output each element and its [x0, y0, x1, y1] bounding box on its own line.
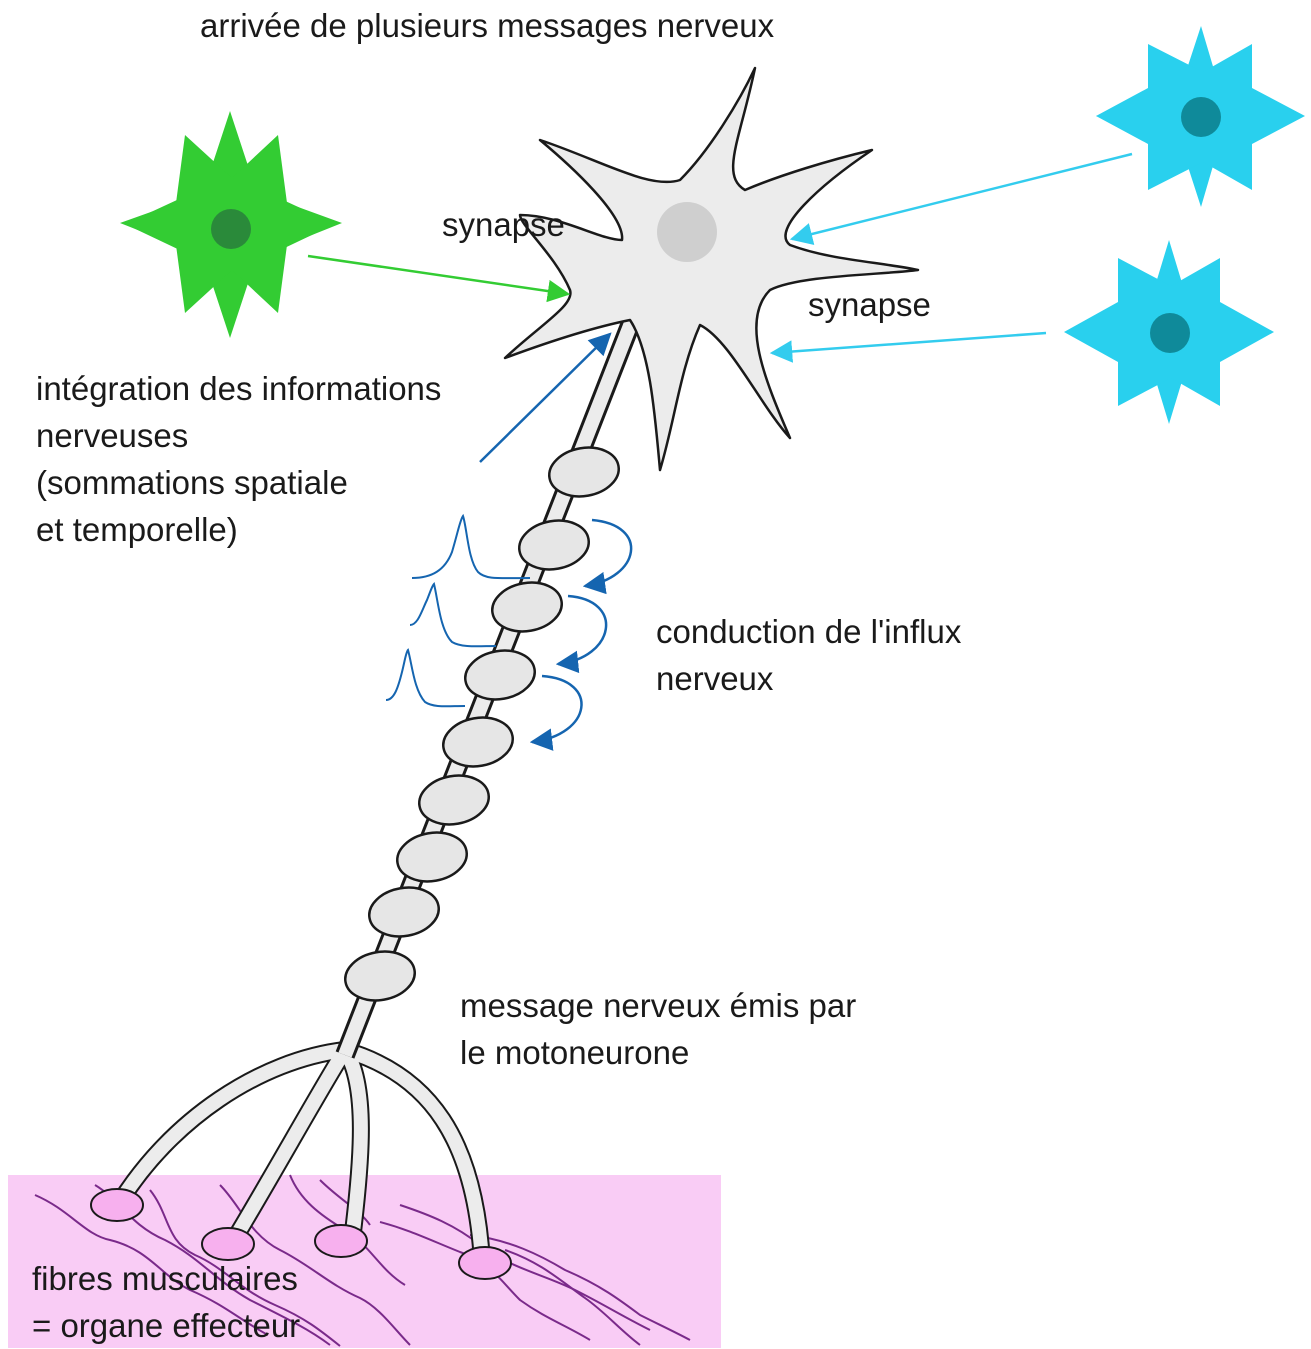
blue-synapse-arrow-bottom	[772, 333, 1046, 353]
myelin-segment	[461, 645, 538, 704]
integration-line: nerveuses	[36, 412, 441, 459]
saltation-arrow	[585, 520, 631, 586]
title-label: arrivée de plusieurs messages nerveux	[200, 2, 774, 49]
message-label: message nerveux émis par le motoneurone	[460, 982, 856, 1076]
green-neuron	[120, 111, 342, 338]
synapse-label-right: synapse	[808, 281, 931, 328]
blue-neuron-bottom	[1064, 240, 1274, 424]
conduction-label: conduction de l'influx nerveux	[656, 608, 961, 702]
integration-line: (sommations spatiale	[36, 459, 441, 506]
blue-neuron-top	[1096, 26, 1305, 207]
conduction-line: nerveux	[656, 655, 961, 702]
fibres-line: = organe effecteur	[32, 1302, 300, 1349]
muscle-fibres-label: fibres musculaires = organe effecteur	[32, 1255, 300, 1349]
message-line: le motoneurone	[460, 1029, 856, 1076]
integration-line: et temporelle)	[36, 506, 441, 553]
myelin-segment	[365, 882, 442, 941]
green-neuron-nucleus	[211, 209, 251, 249]
myelin-segment	[488, 577, 565, 636]
saltation-arrow	[532, 676, 582, 742]
message-line: message nerveux émis par	[460, 982, 856, 1029]
action-potential-trace	[410, 584, 496, 646]
action-potential-trace	[386, 650, 465, 706]
integration-label: intégration des informations nerveuses (…	[36, 365, 441, 553]
green-synapse-arrow	[308, 256, 568, 294]
end-plate	[91, 1189, 143, 1221]
integration-line: intégration des informations	[36, 365, 441, 412]
motoneuron-nucleus	[657, 202, 717, 262]
myelin-segment	[341, 946, 418, 1005]
blue-neuron-bottom-nucleus	[1150, 313, 1190, 353]
blue-neuron-top-nucleus	[1181, 97, 1221, 137]
saltation-arrow	[558, 596, 606, 664]
end-plate	[315, 1225, 367, 1257]
synapse-label-left: synapse	[442, 201, 565, 248]
motoneuron-soma	[505, 68, 918, 470]
fibres-line: fibres musculaires	[32, 1255, 300, 1302]
conduction-line: conduction de l'influx	[656, 608, 961, 655]
end-plate	[459, 1247, 511, 1279]
motoneuron-body	[505, 68, 918, 470]
